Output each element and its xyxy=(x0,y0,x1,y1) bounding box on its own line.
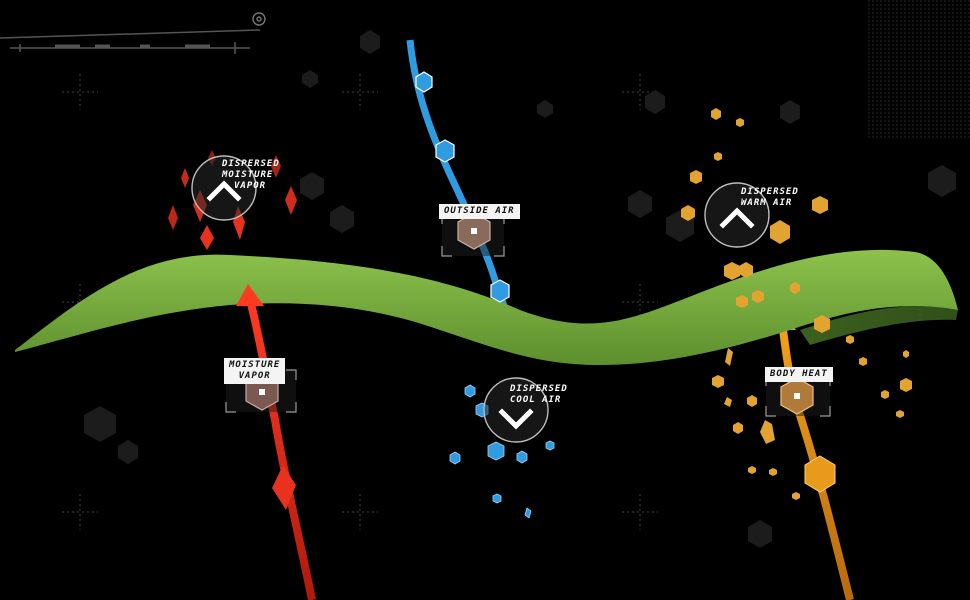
hud-overlay xyxy=(0,0,970,548)
chevron-down-icon xyxy=(498,408,534,430)
outside-air-box xyxy=(441,212,505,257)
chevron-up-icon xyxy=(206,180,242,202)
body-heat-node xyxy=(804,455,836,493)
moisture-node xyxy=(272,465,296,510)
fabric-layer xyxy=(15,249,958,365)
dispersed-cool-particles xyxy=(449,384,555,519)
moisture-arrowhead xyxy=(236,284,264,306)
dispersed-cool-air-label: DISPERSED COOL AIR xyxy=(510,384,568,405)
target-icon xyxy=(252,12,266,26)
hexagon-icon xyxy=(490,279,510,303)
dispersed-warm-air-label: DISPERSED WARM AIR xyxy=(741,187,799,208)
dispersed-moisture-vapor-label: DISPERSED MOISTURE VAPOR xyxy=(222,159,280,191)
moisture-vapor-flow xyxy=(236,284,316,600)
chevron-up-icon xyxy=(719,207,755,229)
dispersed-cool-badge xyxy=(483,377,549,443)
hexagon-icon xyxy=(415,71,433,93)
moisture-vapor-label: MOISTURE VAPOR xyxy=(224,358,286,384)
dispersed-warm-particles xyxy=(681,108,912,500)
hud-dim-hexagons xyxy=(84,30,956,548)
body-heat-label: BODY HEAT xyxy=(765,367,833,382)
dispersed-moisture-badge xyxy=(191,155,257,221)
hexagon-icon xyxy=(435,139,455,163)
dispersed-warm-badge xyxy=(704,182,770,248)
outside-air-label: OUTSIDE AIR xyxy=(439,204,520,219)
hud-ruler xyxy=(0,29,261,54)
body-heat-flow xyxy=(768,310,854,600)
hud-dot-grid xyxy=(868,0,970,140)
body-heat-box xyxy=(765,375,831,417)
cool-air-nodes xyxy=(415,71,510,303)
